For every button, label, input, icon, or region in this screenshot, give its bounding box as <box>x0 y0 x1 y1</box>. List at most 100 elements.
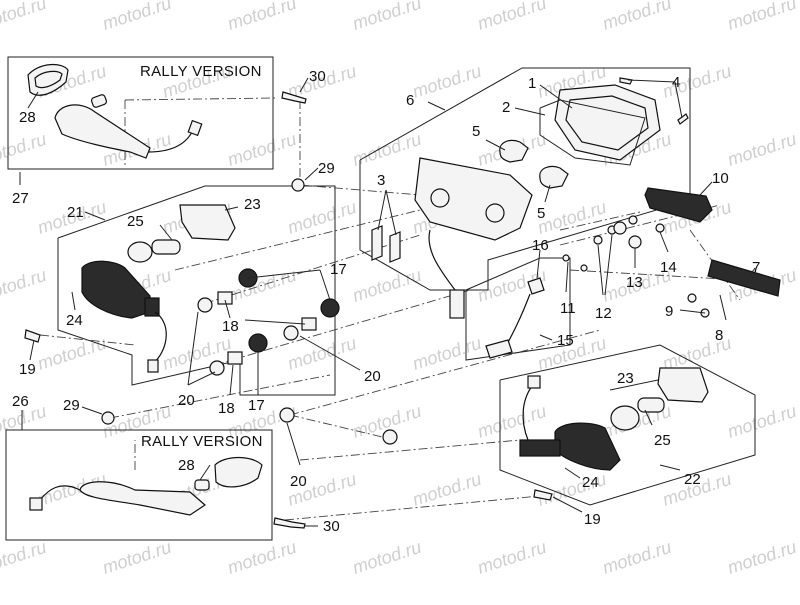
callout-c23a: 23 <box>244 196 261 213</box>
watermark-text: motod.ru <box>225 129 299 170</box>
rally-top-frame <box>7 56 274 170</box>
watermark-text: motod.ru <box>285 197 359 238</box>
callout-c29a: 29 <box>318 160 335 177</box>
license-light-10 <box>644 187 713 223</box>
watermark-text: motod.ru <box>35 333 109 374</box>
leader <box>597 244 604 296</box>
watermark-text: motod.ru <box>350 129 424 170</box>
left-signal-housing <box>81 260 151 319</box>
callout-c17b: 17 <box>248 397 265 414</box>
callout-c24b: 24 <box>582 474 599 491</box>
watermark-text: motod.ru <box>725 537 799 578</box>
callout-c1: 1 <box>528 75 536 92</box>
nut-13-b <box>613 221 627 235</box>
leader <box>719 294 727 321</box>
reflector-23-left <box>179 204 236 241</box>
dash-line <box>689 229 741 301</box>
socket-a <box>430 188 450 208</box>
watermark-text: motod.ru <box>725 0 799 34</box>
leader <box>514 107 546 116</box>
callout-c3: 3 <box>377 172 385 189</box>
leader <box>304 167 319 181</box>
callout-c8: 8 <box>715 327 723 344</box>
callout-c19b: 19 <box>584 511 601 528</box>
leader <box>536 249 541 279</box>
screw-4-a <box>619 77 633 85</box>
watermark-text: motod.ru <box>100 537 174 578</box>
taillight-wire <box>428 229 456 291</box>
leader <box>377 189 387 231</box>
callout-c29b: 29 <box>63 397 80 414</box>
leader <box>199 464 211 481</box>
watermark-text: motod.ru <box>725 129 799 170</box>
watermark-text: motod.ru <box>285 333 359 374</box>
callout-c9: 9 <box>665 303 673 320</box>
leader <box>224 206 239 211</box>
watermark-text: motod.ru <box>100 0 174 34</box>
rally-signal-body <box>54 104 151 159</box>
dash-line <box>559 211 641 231</box>
callout-c10: 10 <box>712 170 729 187</box>
watermark-text: motod.ru <box>0 265 49 306</box>
watermark-text: motod.ru <box>350 265 424 306</box>
taillight-lens-1-inner <box>565 95 649 151</box>
rally-bulb-bottom <box>194 479 210 491</box>
watermark-text: motod.ru <box>600 537 674 578</box>
callout-c6: 6 <box>406 92 414 109</box>
rally-bottom-frame <box>5 429 273 541</box>
nut-29-top <box>291 178 305 192</box>
nut-20-a <box>197 297 213 313</box>
spacer-18-a <box>217 291 233 305</box>
right-signal-housing <box>554 422 621 471</box>
leader <box>229 364 234 396</box>
leader <box>299 335 361 371</box>
bulb-5-b <box>539 165 569 189</box>
callout-c27: 27 <box>12 190 29 207</box>
callout-c22: 22 <box>684 471 701 488</box>
watermark-text: motod.ru <box>0 129 49 170</box>
taillight-housing-6 <box>414 157 533 241</box>
leader <box>565 261 569 293</box>
leader <box>159 224 173 241</box>
dash-line <box>39 334 136 346</box>
leader <box>659 464 681 471</box>
callout-c28b: 28 <box>178 457 195 474</box>
dash-line <box>289 414 396 441</box>
rally-signal-body-bottom <box>79 481 206 516</box>
callout-c4: 4 <box>672 74 680 91</box>
taillight-connector <box>449 289 465 319</box>
leader <box>319 269 331 301</box>
dash-line <box>109 374 331 419</box>
leader <box>244 319 306 325</box>
callout-c2: 2 <box>502 99 510 116</box>
callout-c25a: 25 <box>127 213 144 230</box>
dash-line <box>199 234 421 306</box>
right-signal-wire <box>522 385 533 441</box>
rally-connector <box>187 119 203 137</box>
screw-19-right <box>533 489 553 501</box>
watermark-text: motod.ru <box>475 0 549 34</box>
leader <box>247 269 321 279</box>
leader <box>749 267 756 276</box>
leader <box>552 496 583 513</box>
spacer-18-c <box>227 351 243 365</box>
nut-20-c <box>209 360 225 376</box>
socket-b <box>485 203 505 223</box>
stud-3-a <box>371 225 383 261</box>
right-signal-base <box>519 439 561 457</box>
left-signal-base <box>144 297 160 317</box>
callout-c23b: 23 <box>617 370 634 387</box>
leader <box>609 379 659 391</box>
watermark-text: motod.ru <box>350 0 424 34</box>
leader <box>679 309 706 314</box>
watermark-text: motod.ru <box>535 197 609 238</box>
rally-version-title-top: RALLY VERSION <box>140 63 262 80</box>
washer-9-a <box>687 293 697 303</box>
watermark-text: motod.ru <box>350 537 424 578</box>
callout-c7: 7 <box>752 259 760 276</box>
nut-20-e <box>382 429 398 445</box>
callout-c11: 11 <box>560 300 576 317</box>
leader <box>29 339 35 361</box>
leader <box>81 406 103 415</box>
